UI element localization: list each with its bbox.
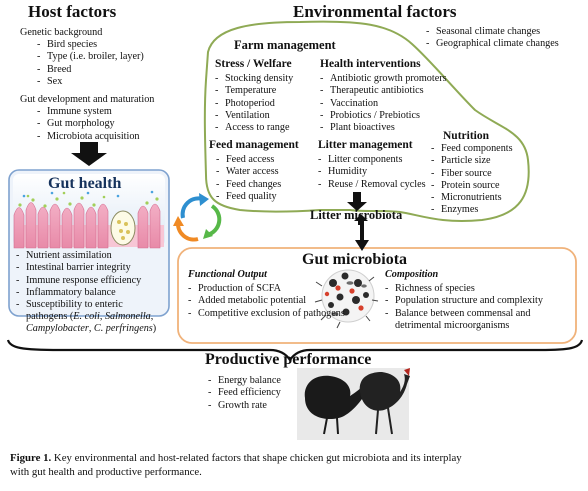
litter-management-list: Litter components Humidity Reuse / Remov… (318, 154, 426, 191)
list-item: Water access (216, 166, 281, 178)
gut-development-heading: Gut development and maturation (20, 94, 155, 105)
litter-gut-double-arrow (354, 214, 369, 251)
list-item: Inflammatory balance (16, 287, 141, 299)
gut-health-list: Nutrient assimilation Intestinal barrier… (16, 250, 141, 311)
list-item: Nutrient assimilation (16, 250, 141, 262)
list-item: Stocking density (215, 73, 293, 85)
pathogens-line: pathogens (E. coli, Salmonella, (26, 311, 153, 323)
list-item: Feed quality (216, 191, 281, 203)
list-item: Temperature (215, 85, 293, 97)
list-item: Humidity (318, 166, 426, 178)
litter-microbiota-label: Litter microbiota (310, 208, 403, 222)
list-item: Growth rate (208, 400, 281, 412)
pathogen-campylobacter: Campylobacter (26, 323, 89, 334)
list-item: Fiber source (431, 168, 513, 180)
feed-management-heading: Feed management (209, 139, 299, 151)
list-item: Enzymes (431, 204, 513, 216)
pathogen-separator: , (99, 311, 105, 322)
productive-performance-title: Productive performance (205, 351, 372, 368)
list-item: Population structure and complexity (385, 295, 543, 307)
pathogen-salmonella: Salmonella (104, 311, 151, 322)
intestinal-villi-illustration (13, 190, 164, 249)
environmental-factors-title: Environmental factors (293, 2, 457, 21)
litter-down-arrow (347, 192, 367, 211)
host-factors-title: Host factors (28, 2, 117, 21)
list-item: Feed access (216, 154, 281, 166)
list-item: Ventilation (215, 110, 293, 122)
caption-line-1: Key environmental and host-related facto… (53, 452, 462, 464)
list-item: Probiotics / Prebiotics (320, 110, 447, 122)
list-item: Seasonal climate changes (426, 26, 559, 38)
list-item: Breed (37, 64, 144, 76)
cycle-icon (173, 193, 222, 242)
stress-welfare-heading: Stress / Welfare (215, 58, 292, 70)
list-item: Feed changes (216, 179, 281, 191)
health-interventions-heading: Health interventions (320, 58, 421, 70)
functional-output-heading: Functional Output (188, 269, 267, 280)
list-item: Geographical climate changes (426, 38, 559, 50)
list-item: Antibiotic growth promoters (320, 73, 447, 85)
pathogen-ecoli: E. coli (73, 311, 100, 322)
pathogens-suffix: ) (152, 323, 157, 334)
composition-heading: Composition (385, 269, 439, 280)
list-item: Balance between commensal and (385, 308, 543, 320)
list-item: Micronutrients (431, 192, 513, 204)
list-item: Immune system (37, 106, 140, 118)
pathogen-separator: , (88, 323, 94, 334)
stress-welfare-list: Stocking density Temperature Photoperiod… (215, 73, 293, 134)
figure-caption: Figure 1. Key environmental and host-rel… (10, 451, 582, 479)
caption-line-2: with gut health and productive performan… (10, 466, 202, 478)
list-item: Competitive exclusion of pathogens (188, 308, 345, 320)
list-item: Microbiota acquisition (37, 131, 140, 143)
health-interventions-list: Antibiotic growth promoters Therapeutic … (320, 73, 447, 134)
host-to-gut-health-arrow (71, 142, 107, 166)
gut-development-list: Immune system Gut morphology Microbiota … (37, 106, 140, 143)
list-item: Reuse / Removal cycles (318, 179, 426, 191)
gut-health-title: Gut health (48, 175, 122, 192)
list-item: Feed components (431, 143, 513, 155)
composition-continuation: detrimental microorganisms (395, 320, 510, 331)
farm-management-title: Farm management (234, 38, 336, 52)
pathogens-prefix: pathogens ( (26, 311, 74, 322)
nutrition-list: Feed components Particle size Fiber sour… (431, 143, 513, 217)
composition-list: Richness of species Population structure… (385, 283, 543, 320)
list-item: Richness of species (385, 283, 543, 295)
genetic-background-list: Bird species Type (i.e. broiler, layer) … (37, 39, 144, 88)
list-item: Added metabolic potential (188, 295, 345, 307)
nutrition-heading: Nutrition (443, 130, 489, 142)
list-item: Photoperiod (215, 98, 293, 110)
pathogen-separator: , (150, 311, 154, 322)
feed-management-list: Feed access Water access Feed changes Fe… (216, 154, 281, 203)
productive-performance-list: Energy balance Feed efficiency Growth ra… (208, 375, 281, 412)
list-item: Protein source (431, 180, 513, 192)
pathogens-line-2: Campylobacter, C. perfringens) (26, 323, 156, 335)
chicken-silhouettes (297, 368, 410, 440)
pathogen-c-perfringens: C. perfringens (93, 323, 153, 334)
gut-microbiota-title: Gut microbiota (302, 251, 408, 268)
list-item: Vaccination (320, 98, 447, 110)
productive-performance-brace (6, 339, 584, 362)
genetic-background-heading: Genetic background (20, 27, 103, 38)
list-item: Energy balance (208, 375, 281, 387)
list-item: Gut morphology (37, 118, 140, 130)
list-item: Access to range (215, 122, 293, 134)
climate-list: Seasonal climate changes Geographical cl… (426, 26, 559, 51)
list-item: Production of SCFA (188, 283, 345, 295)
list-item: Feed efficiency (208, 387, 281, 399)
list-item: Bird species (37, 39, 144, 51)
list-item: Sex (37, 76, 144, 88)
list-item: Immune response efficiency (16, 275, 141, 287)
list-item: Particle size (431, 155, 513, 167)
list-item: Therapeutic antibiotics (320, 85, 447, 97)
list-item: Plant bioactives (320, 122, 447, 134)
list-item: Litter components (318, 154, 426, 166)
functional-output-list: Production of SCFA Added metabolic poten… (188, 283, 345, 320)
list-item: Susceptibility to enteric (16, 299, 141, 311)
litter-management-heading: Litter management (318, 139, 413, 151)
epithelial-cell-detail (110, 210, 136, 246)
list-item: Intestinal barrier integrity (16, 262, 141, 274)
list-item: Type (i.e. broiler, layer) (37, 51, 144, 63)
caption-label: Figure 1. (10, 452, 52, 464)
